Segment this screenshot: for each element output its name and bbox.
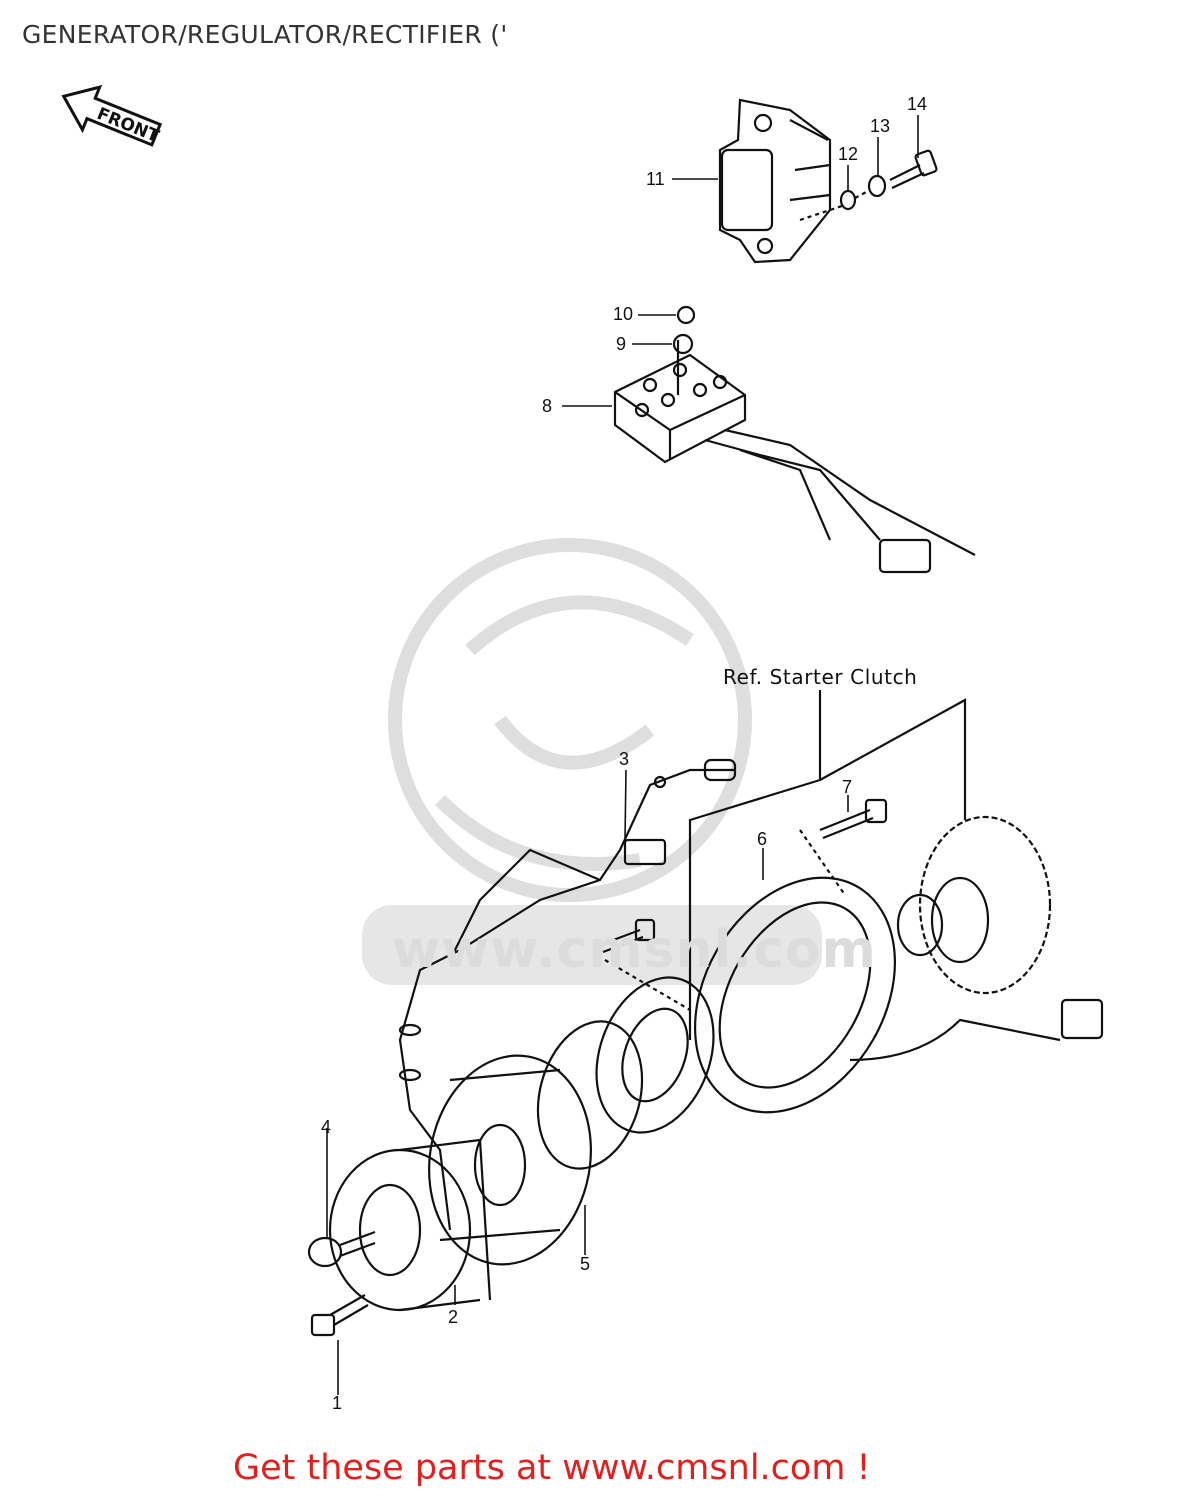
- front-arrow-icon: FRONT: [61, 84, 162, 147]
- nut-part-10: [676, 305, 696, 325]
- bolt-part-14: [889, 149, 938, 189]
- callout-5: 5: [580, 1254, 591, 1274]
- callout-9: 9: [616, 334, 627, 354]
- watermark-band: [362, 905, 822, 985]
- watermark-text: www.cmsnl.com: [392, 920, 877, 980]
- leader-lines: [326, 115, 919, 1395]
- rotor-plate: [595, 976, 715, 1134]
- washer-part-9: [672, 333, 694, 355]
- callout-1: 1: [332, 1393, 343, 1413]
- callout-11: 11: [646, 169, 665, 189]
- reference-bracket: [688, 690, 967, 1040]
- stator-part-6: [693, 876, 1104, 1114]
- callout-10: 10: [613, 304, 634, 324]
- stator-screw: [599, 918, 656, 954]
- starter-clutch-gear: [896, 815, 1052, 995]
- callout-8: 8: [542, 396, 553, 416]
- rectifier-part-8: [613, 340, 976, 574]
- page-title: GENERATOR/REGULATOR/RECTIFIER (': [22, 20, 508, 49]
- promo-link[interactable]: Get these parts at www.cmsnl.com !: [233, 1448, 871, 1488]
- bolt-part-1: [310, 1294, 369, 1337]
- callout-14: 14: [907, 94, 928, 114]
- wire-harness-part-3: [398, 758, 737, 1231]
- callout-2: 2: [448, 1307, 459, 1327]
- nut-part-13: [867, 174, 887, 198]
- callout-13: 13: [870, 116, 891, 136]
- callout-6: 6: [757, 829, 768, 849]
- callout-12: 12: [838, 144, 859, 164]
- regulator-part-11: [718, 98, 832, 264]
- callout-7: 7: [842, 777, 853, 797]
- reference-label: Ref. Starter Clutch: [723, 665, 918, 689]
- bolt-part-7: [819, 798, 888, 840]
- thin-plate: [536, 1020, 644, 1170]
- rotor-part-2: [328, 1138, 492, 1312]
- cms-mascot-logo: [388, 538, 752, 902]
- bolt-part-4: [307, 1230, 376, 1268]
- washer-part-12: [839, 189, 857, 211]
- callout-3: 3: [619, 749, 630, 769]
- callout-4: 4: [321, 1117, 332, 1137]
